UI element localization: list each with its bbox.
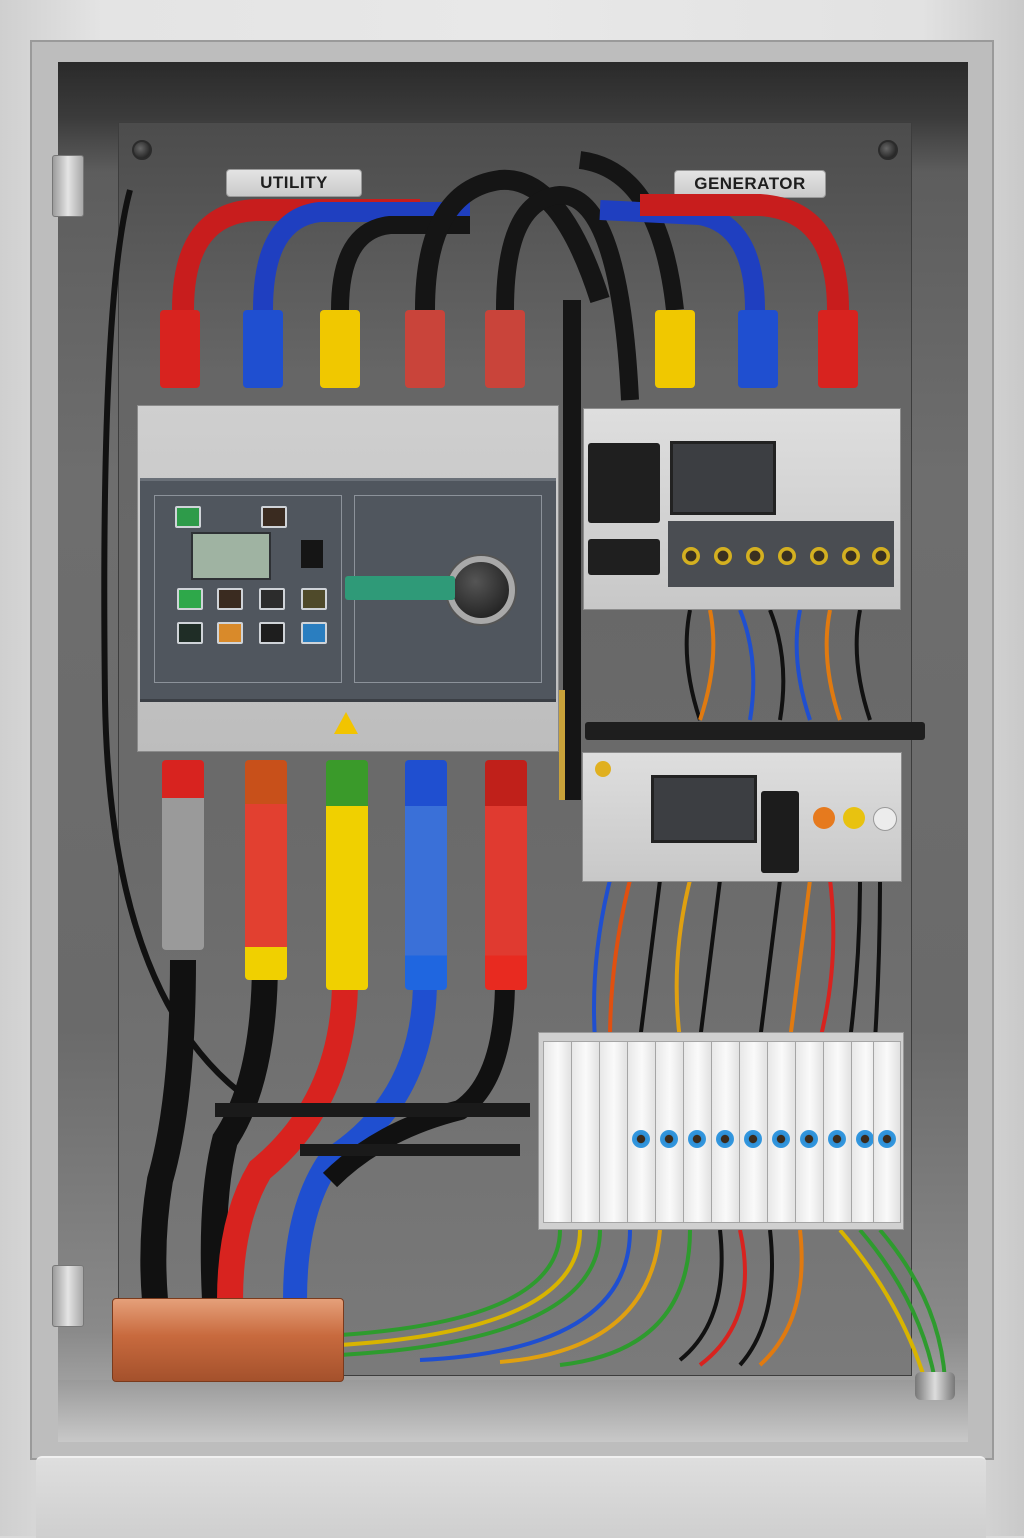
relay-module [588,539,660,575]
utility-terminal-l2 [243,310,283,388]
load-terminal-3 [326,760,368,990]
door-hinge-bottom [52,1265,84,1327]
meter-module [761,791,799,873]
cabinet-plinth [36,1456,986,1538]
breaker-toggle-icon [800,1130,818,1148]
utility-terminal-aux [485,310,525,388]
copper-busbar [112,1298,344,1382]
circuit-breaker[interactable] [795,1041,825,1223]
controller-module-lower [582,752,902,882]
control-button[interactable] [217,622,243,644]
mounting-bolt-icon [132,140,152,160]
cable-gland [915,1372,955,1400]
cabinet-floor [58,1380,968,1442]
status-led-icon [261,506,287,528]
breaker-toggle-icon [716,1130,734,1148]
din-rail [585,722,925,740]
circuit-breaker[interactable] [823,1041,853,1223]
auto-button[interactable] [177,588,203,610]
manual-button[interactable] [217,588,243,610]
utility-label: UTILITY [226,169,362,197]
breaker-toggle-icon [878,1130,896,1148]
breaker-toggle-icon [856,1130,874,1148]
hmi-screen [651,775,757,843]
generator-terminal-l3 [818,310,858,388]
indicator-lamp-icon [778,547,796,565]
indicator-lamp-icon [746,547,764,565]
pilot-light-orange [813,807,835,829]
circuit-breaker[interactable] [599,1041,629,1223]
circuit-breaker[interactable] [767,1041,797,1223]
status-led-icon [175,506,201,528]
generator-terminal-l1 [655,310,695,388]
circuit-breaker[interactable] [711,1041,741,1223]
pilot-light-yellow [843,807,865,829]
indicator-strip [668,521,894,587]
indicator-lamp-icon [595,761,611,777]
lcd-display [191,532,271,580]
selector-switch[interactable] [301,540,323,568]
utility-terminal-n [405,310,445,388]
rotary-knob[interactable] [447,556,515,624]
circuit-breaker[interactable] [683,1041,713,1223]
indicator-lamp-icon [714,547,732,565]
breaker-toggle-icon [632,1130,650,1148]
door-hinge-top [52,155,84,217]
load-terminal-4 [405,760,447,990]
breaker-toggle-icon [828,1130,846,1148]
off-button[interactable] [259,588,285,610]
breaker-toggle-icon [660,1130,678,1148]
circuit-breaker[interactable] [655,1041,685,1223]
circuit-breaker[interactable] [571,1041,601,1223]
breaker-toggle-icon [772,1130,790,1148]
warning-triangle-icon [334,712,358,734]
pilot-light-white [873,807,897,831]
load-terminal-5 [485,760,527,990]
controller-module-upper [583,408,901,610]
relay-module [588,443,660,523]
test-button[interactable] [301,588,327,610]
control-button[interactable] [259,622,285,644]
hmi-screen [670,441,776,515]
generator-terminal-l2 [738,310,778,388]
load-terminal-1 [162,760,204,950]
breaker-toggle-icon [688,1130,706,1148]
load-terminal-2 [245,760,287,980]
indicator-lamp-icon [842,547,860,565]
circuit-breaker[interactable] [543,1041,573,1223]
indicator-lamp-icon [872,547,890,565]
mounting-bolt-icon [878,140,898,160]
circuit-breaker[interactable] [739,1041,769,1223]
utility-terminal-l3 [320,310,360,388]
controller-panel [154,495,342,683]
breaker-toggle-icon [744,1130,762,1148]
circuit-breaker-bank [538,1032,904,1230]
transfer-switch-faceplate [140,478,556,702]
circuit-breaker[interactable] [627,1041,657,1223]
generator-label: GENERATOR [674,170,826,198]
transfer-switch-unit [137,405,559,752]
circuit-breaker[interactable] [873,1041,901,1223]
indicator-lamp-icon [810,547,828,565]
control-button[interactable] [301,622,327,644]
manual-operator-panel [345,495,542,683]
indicator-lamp-icon [682,547,700,565]
operating-handle[interactable] [345,576,455,600]
control-button[interactable] [177,622,203,644]
utility-terminal-l1 [160,310,200,388]
